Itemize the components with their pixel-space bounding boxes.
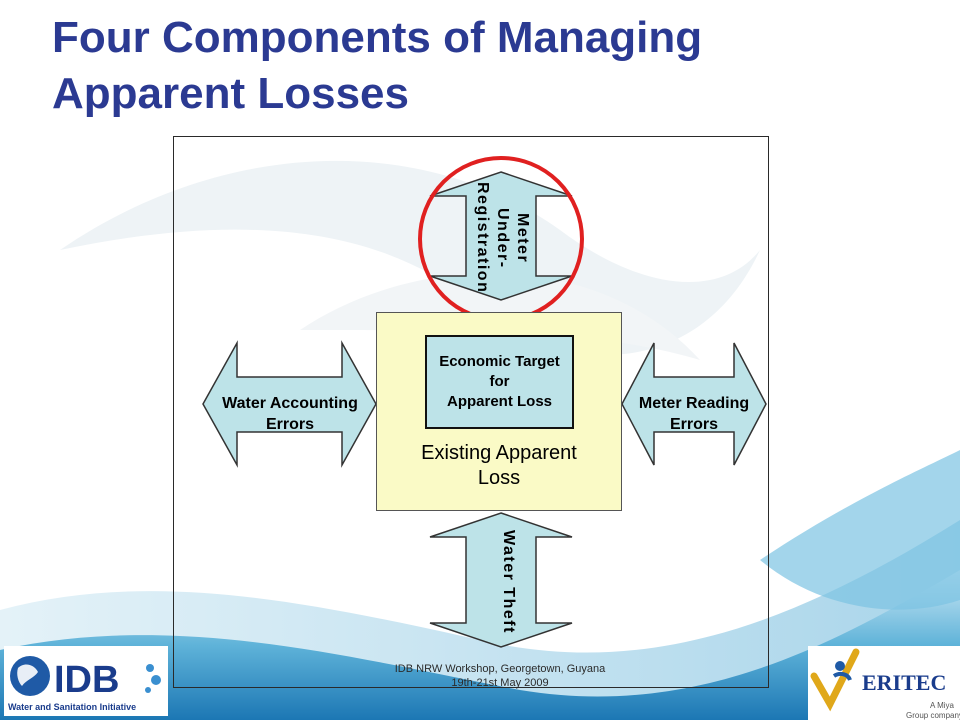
meter-reading-line-2: Errors [669, 416, 719, 433]
veritec-logo-graphic: ERITEC A Miya Group company [810, 648, 960, 720]
target-line-1: Economic Target [439, 353, 560, 370]
bottom-double-arrow [429, 512, 573, 648]
slide-title: Four Components of Managing Apparent Los… [52, 10, 932, 122]
veritec-caption-line-2: Group company [906, 711, 960, 720]
water-accounting-line-1: Water Accounting [222, 395, 358, 412]
water-theft-label: Water Theft [500, 530, 517, 634]
meter-reading-line-1: Meter Reading [638, 395, 750, 412]
apparent-loss-diagram: Economic Target for Apparent Loss Existi… [173, 136, 769, 688]
meter-reading-errors-label: Meter Reading Errors [622, 393, 766, 435]
veritec-logo: ERITEC A Miya Group company [808, 646, 960, 720]
water-accounting-line-2: Errors [265, 416, 315, 433]
core-line-2: Loss [477, 467, 521, 489]
target-line-3: Apparent Loss [446, 393, 552, 410]
idb-logo: IDB Water and Sanitation Initiative [4, 646, 168, 716]
idb-logo-graphic: IDB Water and Sanitation Initiative [8, 656, 161, 712]
title-line-1: Four Components of Managing [52, 13, 703, 62]
veritec-logo-text: ERITEC [862, 670, 946, 695]
title-line-2: Apparent Losses [52, 69, 409, 118]
footer-line-1: IDB NRW Workshop, Georgetown, Guyana [394, 663, 606, 675]
core-line-1: Existing Apparent [421, 442, 577, 464]
right-double-arrow [621, 342, 767, 466]
meter-under-registration-label: Meter Under- Registration [474, 182, 531, 294]
existing-apparent-loss-label: Existing Apparent Loss [377, 441, 621, 491]
target-line-2: for [489, 373, 510, 390]
footer-line-2: 19th-21st May 2009 [451, 677, 549, 689]
water-accounting-errors-label: Water Accounting Errors [202, 393, 378, 435]
veritec-caption-line-1: A Miya [930, 701, 955, 710]
slide-footer: IDB NRW Workshop, Georgetown, Guyana 19t… [320, 662, 680, 690]
top-double-arrow [429, 171, 573, 301]
idb-logo-caption: Water and Sanitation Initiative [8, 702, 136, 712]
existing-apparent-loss-box: Economic Target for Apparent Loss Existi… [376, 312, 622, 511]
economic-target-box: Economic Target for Apparent Loss [425, 335, 574, 429]
idb-logo-text: IDB [54, 659, 119, 701]
